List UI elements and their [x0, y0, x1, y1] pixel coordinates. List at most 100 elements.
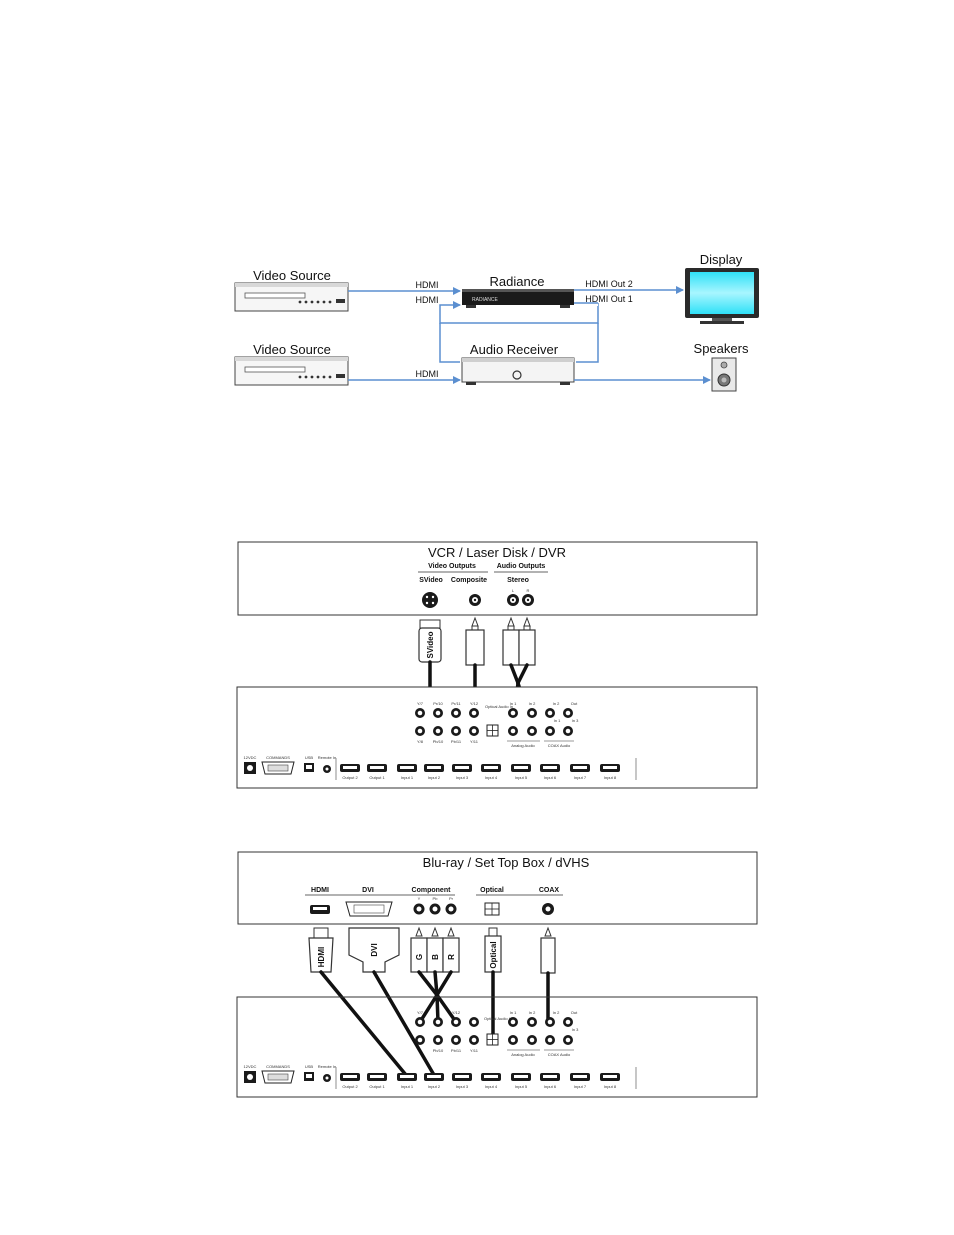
svg-text:USB: USB [305, 1064, 314, 1069]
radiance-label: Radiance [490, 274, 545, 289]
vcr-title: VCR / Laser Disk / DVR [428, 545, 566, 560]
svg-text:Y/12: Y/12 [452, 1010, 461, 1015]
connection-lines [348, 286, 711, 384]
hdmi-port [367, 764, 387, 772]
svg-text:Input 3: Input 3 [456, 775, 469, 780]
speaker-unit: Speakers [694, 341, 749, 392]
dvi-cable-label: DVI [370, 943, 379, 956]
svg-text:Input 8: Input 8 [604, 1084, 617, 1089]
svg-text:In 3: In 3 [572, 718, 579, 723]
svg-text:Analog Audio: Analog Audio [511, 1052, 535, 1057]
audio-receiver: Audio Receiver [461, 342, 575, 385]
svg-text:Input 8: Input 8 [604, 775, 617, 780]
radiance-unit: Radiance RADIANCE [462, 274, 574, 308]
panel-bottom-row-1: 12VDC COMMANDS USB Remote In [244, 755, 637, 780]
component-label: Component [412, 887, 452, 894]
svg-text:Y/8: Y/8 [417, 739, 424, 744]
hdmi-port [570, 764, 590, 772]
stereo-cable-right [518, 616, 536, 666]
audio-receiver-label: Audio Receiver [470, 342, 559, 357]
svg-text:In 1: In 1 [554, 718, 561, 723]
l-label: L [512, 588, 515, 593]
svg-text:COAX Audio: COAX Audio [548, 1052, 571, 1057]
composite-cable [465, 616, 485, 666]
svideo-cable: SVideo [418, 619, 442, 663]
bluray-title: Blu-ray / Set Top Box / dVHS [423, 855, 590, 870]
svg-text:Out: Out [571, 701, 578, 706]
audio-outputs-label: Audio Outputs [497, 563, 546, 570]
hdmi-port [452, 764, 472, 772]
cable-wires-3 [319, 970, 550, 1077]
svideo-label: SVideo [419, 577, 443, 584]
component-cable-b: B [426, 926, 444, 973]
dvi-source-label: DVI [362, 887, 374, 894]
svg-text:Output 2: Output 2 [342, 1084, 358, 1089]
component-cable-g: G [410, 926, 428, 973]
svg-text:Out: Out [571, 1010, 578, 1015]
svg-text:Pr/11: Pr/11 [451, 701, 461, 706]
video-source-1-label: Video Source [253, 268, 331, 283]
svg-text:Pb/10: Pb/10 [433, 1048, 444, 1053]
svg-text:Input 5: Input 5 [515, 775, 528, 780]
display-label: Display [700, 252, 743, 267]
hdmi-port [340, 1073, 360, 1081]
svg-text:Analog Audio: Analog Audio [511, 743, 535, 748]
svg-text:Input 6: Input 6 [544, 775, 557, 780]
source-panel [237, 541, 758, 616]
hdmi-label-2: HDMI [416, 295, 439, 305]
svg-text:Pb/11: Pb/11 [451, 739, 462, 744]
svideo-jack [422, 592, 438, 608]
hdmi-out-2-label: HDMI Out 2 [585, 279, 633, 289]
stereo-label: Stereo [507, 577, 529, 584]
hdmi-label-3: HDMI [416, 369, 439, 379]
svg-text:Input 4: Input 4 [485, 1084, 498, 1089]
hdmi-port [481, 764, 501, 772]
svg-text:Input 7: Input 7 [574, 775, 587, 780]
vcr-connection-diagram: VCR / Laser Disk / DVR Video Outputs Aud… [236, 541, 758, 789]
hdmi-port [511, 764, 531, 772]
hdmi-port [570, 1073, 590, 1081]
svg-text:Input 1: Input 1 [401, 1084, 414, 1089]
hdmi-cable: HDMI [308, 927, 334, 973]
optical-cable: Optical [484, 927, 502, 973]
svg-text:Y: Y [418, 896, 421, 901]
hdmi-port [481, 1073, 501, 1081]
svg-text:Output 1: Output 1 [369, 775, 385, 780]
svg-text:G: G [415, 954, 424, 960]
svg-text:Pb: Pb [433, 896, 439, 901]
svg-text:In 1: In 1 [510, 701, 517, 706]
hdmi-cable-label: HDMI [317, 947, 326, 967]
svg-text:Input 6: Input 6 [544, 1084, 557, 1089]
hdmi-port [600, 764, 620, 772]
svideo-cable-label: SVideo [426, 631, 435, 658]
svg-text:In 3: In 3 [572, 1027, 579, 1032]
svg-text:Remote In: Remote In [318, 755, 336, 760]
svg-text:Pr: Pr [449, 896, 454, 901]
bluray-connection-diagram: Blu-ray / Set Top Box / dVHS HDMI DVI Co… [236, 851, 758, 1098]
hdmi-port [540, 764, 560, 772]
svg-text:Y/7: Y/7 [417, 701, 424, 706]
svg-text:In 2: In 2 [529, 701, 536, 706]
hdmi-port [397, 764, 417, 772]
hdmi-label-1: HDMI [416, 280, 439, 290]
svg-text:In 2: In 2 [529, 1010, 536, 1015]
svg-text:In 2: In 2 [553, 1010, 560, 1015]
svg-text:Pb/11: Pb/11 [451, 1048, 462, 1053]
composite-label: Composite [451, 577, 487, 584]
r-label: R [527, 588, 530, 593]
hdmi-port [397, 1073, 417, 1081]
svg-text:Input 4: Input 4 [485, 775, 498, 780]
svg-text:Pb/10: Pb/10 [433, 739, 444, 744]
video-source-1: Video Source [234, 268, 349, 312]
video-outputs-label: Video Outputs [428, 563, 476, 570]
svg-text:12VDC: 12VDC [244, 755, 257, 760]
hdmi-port [340, 764, 360, 772]
svg-text:Output 2: Output 2 [342, 775, 358, 780]
coax-cable [540, 926, 556, 974]
hdmi-port [452, 1073, 472, 1081]
hdmi-port [600, 1073, 620, 1081]
panel-jacks-2: Y/7 Y/12 Pb/10 Pb/11 Y/11 Optical Audio … [415, 1010, 579, 1057]
panel-bottom-row-2: 12VDC COMMANDS USB Remote In [244, 1064, 637, 1089]
svg-text:Y/7: Y/7 [417, 1010, 424, 1015]
